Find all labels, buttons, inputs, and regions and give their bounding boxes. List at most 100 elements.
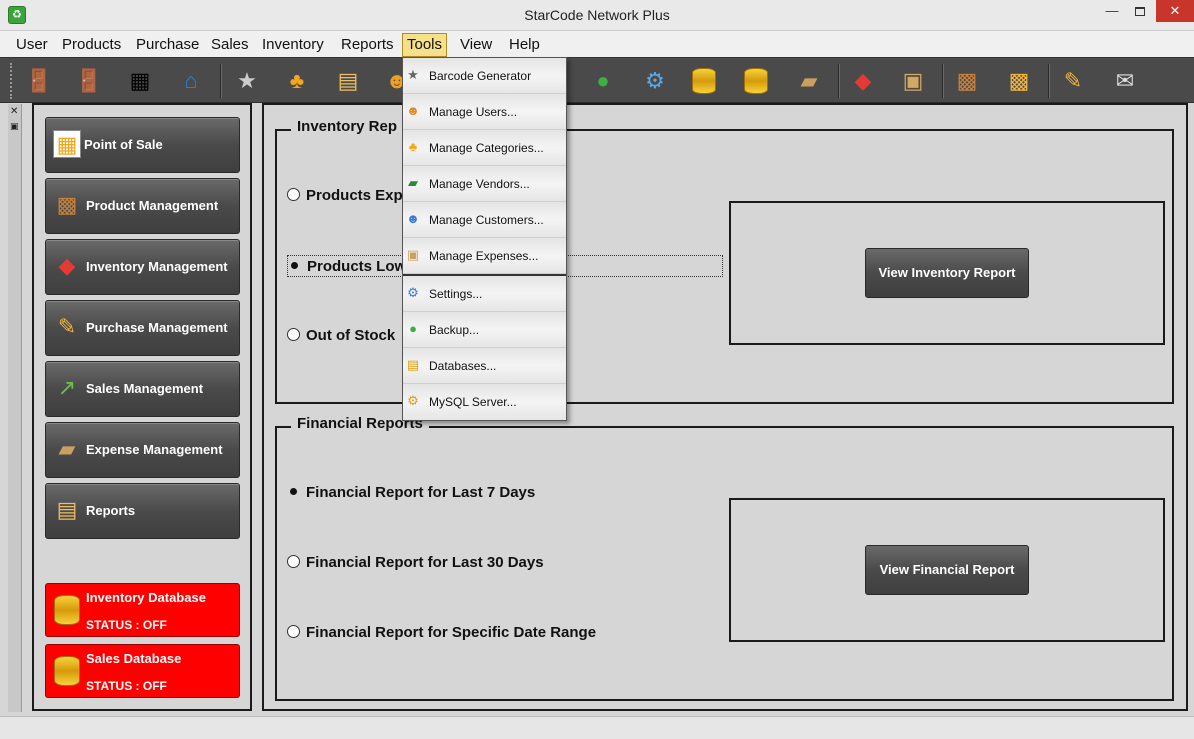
users-icon: ☻ (406, 103, 420, 118)
title-bar: ♻ StarCode Network Plus — ✕ (0, 0, 1194, 31)
stacked-boxes-icon[interactable]: ▣ (902, 68, 924, 93)
radio-checked-icon (288, 259, 301, 272)
radio-date-range[interactable]: Financial Report for Specific Date Range (287, 622, 596, 644)
barcode-star-icon: ★ (407, 67, 419, 82)
menu-item-manage-vendors[interactable]: ▰ Manage Vendors... (403, 166, 566, 202)
mysql-server-icon: ⚙ (407, 393, 419, 408)
menu-item-manage-expenses[interactable]: ▣ Manage Expenses... (403, 238, 566, 274)
settings-gear-icon[interactable]: ⚙ (645, 68, 665, 93)
menu-help[interactable]: Help (509, 36, 540, 53)
radio-icon (287, 555, 300, 568)
nav-purchase-management-button[interactable]: ✎ Purchase Management (45, 300, 240, 356)
database-add-icon[interactable] (692, 68, 716, 94)
nav-point-of-sale-button[interactable]: ▦ Point of Sale (45, 117, 240, 173)
radio-icon (287, 188, 300, 201)
nav-product-management-button[interactable]: ▩ Product Management (45, 178, 240, 234)
database-icon[interactable] (744, 68, 768, 94)
nav-reports-button[interactable]: ▤ Reports (45, 483, 240, 539)
menu-inventory[interactable]: Inventory (262, 36, 324, 53)
purchase-order-icon: ✎ (57, 314, 77, 339)
radio-label: Products Low (307, 258, 407, 275)
database-status-text: STATUS : OFF (86, 618, 167, 632)
toolbar-grip[interactable] (10, 63, 14, 99)
radio-out-of-stock[interactable]: Out of Stock (287, 325, 395, 347)
point-of-sale-icon[interactable]: ▦ (129, 68, 151, 93)
nav-label: Inventory Management (86, 259, 228, 274)
exit-door-icon[interactable]: 🚪 (25, 68, 53, 93)
menu-item-barcode-generator[interactable]: ★ Barcode Generator (403, 58, 566, 94)
toolbar-separator (1048, 64, 1050, 98)
database-name: Sales Database (86, 651, 182, 666)
menu-products[interactable]: Products (62, 36, 122, 53)
radio-last-30-days[interactable]: Financial Report for Last 30 Days (287, 552, 544, 574)
dock-close-icon[interactable]: ✕ (10, 106, 19, 117)
purchase-order-icon[interactable]: ✎ (1063, 68, 1083, 93)
backup-icon: ● (409, 321, 417, 336)
radio-label: Financial Report for Last 30 Days (306, 554, 544, 571)
dock-strip: ✕ ▣ (8, 104, 22, 712)
view-inventory-report-button[interactable]: View Inventory Report (865, 248, 1029, 298)
database-status-text: STATUS : OFF (86, 679, 167, 693)
menu-item-label: Manage Categories... (429, 141, 544, 155)
menu-item-manage-users[interactable]: ☻ Manage Users... (403, 94, 566, 130)
nav-expense-management-button[interactable]: ▰ Expense Management (45, 422, 240, 478)
gift-box-icon[interactable]: ▩ (1008, 68, 1030, 93)
wallet-icon[interactable]: ▰ (800, 68, 818, 93)
green-circle-icon[interactable]: ● (596, 68, 610, 93)
nav-sales-management-button[interactable]: ↗ Sales Management (45, 361, 240, 417)
window-title: StarCode Network Plus (524, 7, 670, 23)
menu-reports[interactable]: Reports (341, 36, 394, 53)
home-icon[interactable]: ⌂ (184, 68, 198, 93)
po-document-icon[interactable]: ✉ (1115, 68, 1135, 93)
inventory-boxes-icon: ◆ (58, 253, 76, 278)
report-icon[interactable]: ▤ (337, 68, 359, 93)
sidebar: ▦ Point of Sale ▩ Product Management ◆ I… (32, 103, 252, 711)
nav-label: Expense Management (86, 442, 223, 457)
nav-label: Purchase Management (86, 320, 228, 335)
menu-item-manage-categories[interactable]: ♣ Manage Categories... (403, 130, 566, 166)
maximize-button[interactable] (1126, 0, 1154, 22)
menu-purchase[interactable]: Purchase (136, 36, 200, 53)
toolbar-separator (942, 64, 944, 98)
menu-tools[interactable]: Tools (402, 33, 448, 57)
dock-pin-icon[interactable]: ▣ (10, 121, 19, 131)
menu-view[interactable]: View (460, 36, 493, 53)
nav-inventory-management-button[interactable]: ◆ Inventory Management (45, 239, 240, 295)
inventory-button-frame: View Inventory Report (729, 201, 1165, 345)
minimize-button[interactable]: — (1105, 3, 1119, 18)
customers-icon: ☻ (406, 211, 420, 226)
inventory-boxes-icon[interactable]: ◆ (854, 68, 872, 93)
product-box-icon[interactable]: ▩ (956, 68, 978, 93)
categories-tree-icon[interactable]: ♣ (289, 68, 305, 93)
inventory-database-status[interactable]: Inventory Database STATUS : OFF (45, 583, 240, 637)
database-icon (54, 595, 80, 625)
financial-reports-title: Financial Reports (291, 415, 429, 432)
menu-sales[interactable]: Sales (211, 36, 249, 53)
financial-reports-group: Financial Reports Financial Report for L… (275, 415, 1174, 701)
view-financial-report-button[interactable]: View Financial Report (865, 545, 1029, 595)
radio-icon (287, 625, 300, 638)
menu-item-databases[interactable]: ▤ Databases... (403, 348, 566, 384)
toolbar-separator (838, 64, 840, 98)
menu-item-manage-customers[interactable]: ☻ Manage Customers... (403, 202, 566, 238)
toolbar-separator (220, 64, 222, 98)
menu-item-settings[interactable]: ⚙ Settings... (403, 276, 566, 312)
radio-label: Out of Stock (306, 327, 396, 344)
menu-item-backup[interactable]: ● Backup... (403, 312, 566, 348)
product-box-icon: ▩ (56, 192, 78, 217)
close-button[interactable]: ✕ (1156, 0, 1194, 22)
logout-door-icon[interactable]: 🚪 (75, 68, 103, 93)
menu-item-label: Manage Expenses... (429, 249, 539, 263)
radio-last-7-days[interactable]: Financial Report for Last 7 Days (287, 482, 535, 504)
sales-chart-icon: ↗ (57, 375, 77, 400)
sales-database-status[interactable]: Sales Database STATUS : OFF (45, 644, 240, 698)
menu-user[interactable]: User (16, 36, 48, 53)
menu-item-mysql-server[interactable]: ⚙ MySQL Server... (403, 384, 566, 420)
toolbar: 🚪 🚪 ▦ ⌂ ★ ♣ ▤ ☻ ● ⚙ ▰ ◆ ▣ ▩ ▩ ✎ ✉ (0, 57, 1194, 103)
radio-products-expiring[interactable]: Products Exp (287, 185, 403, 207)
menu-item-label: Manage Vendors... (429, 177, 530, 191)
app-recycle-icon[interactable]: ♻ (8, 6, 26, 24)
nav-label: Product Management (86, 198, 219, 213)
star-icon[interactable]: ★ (237, 68, 257, 93)
radio-label: Financial Report for Last 7 Days (306, 484, 536, 501)
